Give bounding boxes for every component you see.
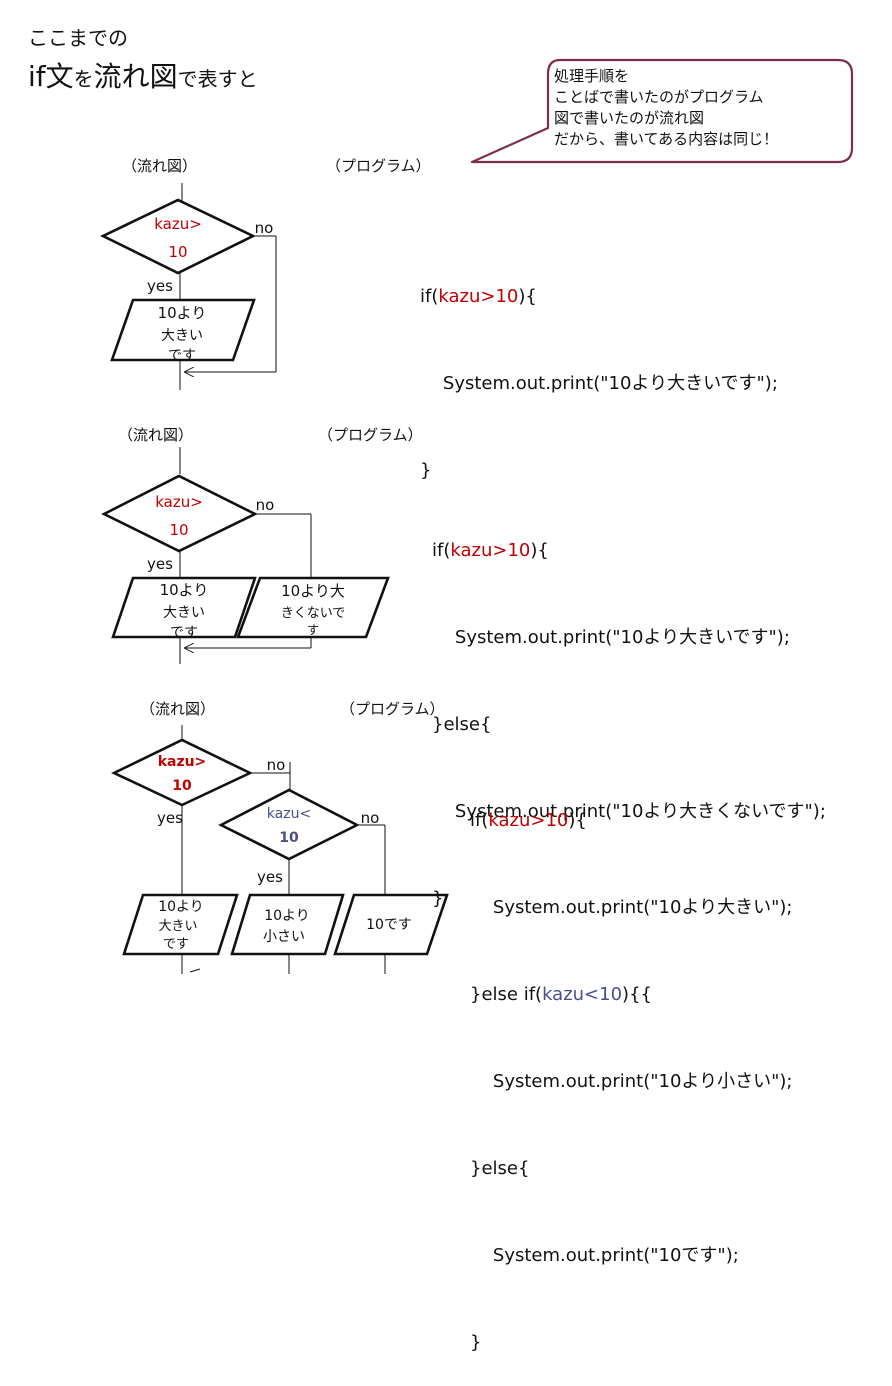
- bubble-line: ことばで書いたのがプログラム: [554, 88, 764, 106]
- code-token: ){{: [622, 984, 652, 1005]
- code-token: if(: [470, 810, 489, 831]
- code-block-3: if(kazu>10){ System.out.print("10より大きい")…: [470, 748, 792, 1386]
- heading-tail: で表すと: [177, 67, 258, 91]
- out3a-line1: 10より: [158, 899, 204, 915]
- code-token: ){: [530, 540, 549, 561]
- out2a-line1: 10より: [160, 581, 209, 599]
- flow1-no: no: [255, 219, 274, 237]
- code-line: System.out.print("10です");: [470, 1245, 739, 1266]
- heading-line2: if文を流れ図で表すと: [28, 55, 258, 95]
- output-box-2a: [111, 576, 257, 639]
- code-line: }else{: [432, 714, 492, 735]
- cond3a-bottom: 10: [172, 778, 192, 794]
- cond3b-top: kazu<: [267, 806, 311, 822]
- flowchart-2: [101, 447, 390, 664]
- label-program-3: （プログラム）: [340, 700, 445, 718]
- out3b-line2: 小さい: [263, 929, 305, 945]
- out3a-line2: 大きい: [158, 919, 197, 934]
- flow3-yes2: yes: [257, 868, 283, 886]
- bubble-line: 図で書いたのが流れ図: [554, 109, 705, 127]
- flowchart-3: [110, 725, 449, 974]
- cond2-top: kazu>: [155, 493, 203, 511]
- heading-flowchart: 流れ図: [93, 60, 178, 93]
- output-box-3b: [230, 893, 345, 956]
- heading-wo: を: [73, 67, 94, 91]
- output-box-2b: [236, 576, 390, 639]
- flow3-yes1: yes: [157, 809, 183, 827]
- output-box-3c: [333, 893, 449, 956]
- code-block-1: if(kazu>10){ System.out.print("10より大きいです…: [420, 224, 778, 514]
- code-line: if(kazu>10){: [420, 282, 778, 311]
- code-line: }: [432, 888, 444, 909]
- decision-diamond-2: [101, 474, 258, 553]
- code-line: }: [470, 1332, 482, 1353]
- flowchart-canvas: kazu> 10 no yes 10より 大きい です kazu> 10 no …: [100, 58, 854, 974]
- code-line: }else{: [470, 1158, 530, 1179]
- flow2-yes: yes: [147, 555, 173, 573]
- code-line: System.out.print("10より大きい");: [470, 897, 793, 918]
- cond3a-top: kazu>: [158, 754, 207, 770]
- code-line: }: [420, 460, 432, 481]
- code-line: }else if(kazu<10){{: [470, 980, 792, 1009]
- cond2-bottom: 10: [169, 521, 188, 539]
- code-token: ){: [518, 286, 537, 307]
- heading-line1: ここまでの: [28, 26, 128, 50]
- code-condition: kazu>10: [488, 810, 569, 831]
- label-flowchart-1: （流れ図）: [122, 157, 198, 175]
- label-program-1: （プログラム）: [326, 157, 431, 175]
- out1-line2: 大きい: [161, 328, 203, 344]
- label-program-2: （プログラム）: [318, 426, 423, 444]
- out3b-line1: 10より: [264, 908, 310, 924]
- out2a-line2: 大きい: [163, 605, 205, 621]
- flow1-yes: yes: [147, 277, 173, 295]
- bubble-line: だから、書いてある内容は同じ！: [554, 130, 779, 148]
- out1-line1: 10より: [158, 304, 207, 322]
- decision-diamond-1: [100, 198, 256, 275]
- out2b-line2: きくないで: [281, 606, 346, 621]
- code-line: if(kazu>10){: [432, 536, 826, 565]
- label-flowchart-3: （流れ図）: [140, 700, 216, 718]
- flow2-no: no: [256, 496, 275, 514]
- output-box-3a: [122, 893, 239, 956]
- code-block-2: if(kazu>10){ System.out.print("10より大きいです…: [432, 478, 826, 942]
- code-token: if(: [432, 540, 451, 561]
- output-box-1: [110, 298, 256, 362]
- cond1-bottom: 10: [168, 243, 187, 261]
- out2b-line3: す: [307, 623, 319, 637]
- code-condition: kazu<10: [542, 984, 623, 1005]
- code-line: if(kazu>10){: [470, 806, 792, 835]
- out2b-line1: 10より大: [281, 582, 345, 600]
- code-line: System.out.print("10より大きいです");: [432, 627, 790, 648]
- code-condition: kazu>10: [438, 286, 519, 307]
- out3a-line3: です: [163, 937, 189, 952]
- flowchart-1: [100, 183, 277, 390]
- heading-bun: 文: [45, 60, 74, 93]
- code-condition: kazu>10: [450, 540, 531, 561]
- code-token: ){: [568, 810, 587, 831]
- out3c-line1: 10です: [366, 917, 412, 933]
- heading-if: if: [28, 60, 46, 93]
- code-token: }else if(: [470, 984, 543, 1005]
- decision-diamond-3b: [218, 788, 360, 861]
- speech-bubble: [470, 58, 854, 164]
- label-flowchart-2: （流れ図）: [118, 426, 194, 444]
- bubble-line: 処理手順を: [554, 67, 630, 85]
- decision-diamond-3a: [110, 738, 254, 807]
- code-line: System.out.print("10より小さい");: [470, 1071, 793, 1092]
- code-token: if(: [420, 286, 439, 307]
- code-line: System.out.print("10より大きくないです");: [432, 801, 826, 822]
- out1-line3: です: [168, 348, 196, 364]
- out2a-line3: です: [170, 625, 198, 641]
- cond1-top: kazu>: [154, 215, 202, 233]
- flow3-no2: no: [361, 809, 380, 827]
- bubble-text: 処理手順を ことばで書いたのがプログラム 図で書いたのが流れ図 だから、書いてあ…: [554, 66, 778, 150]
- cond3b-bottom: 10: [279, 830, 299, 846]
- flow3-no1: no: [267, 756, 286, 774]
- code-line: System.out.print("10より大きいです");: [420, 373, 778, 394]
